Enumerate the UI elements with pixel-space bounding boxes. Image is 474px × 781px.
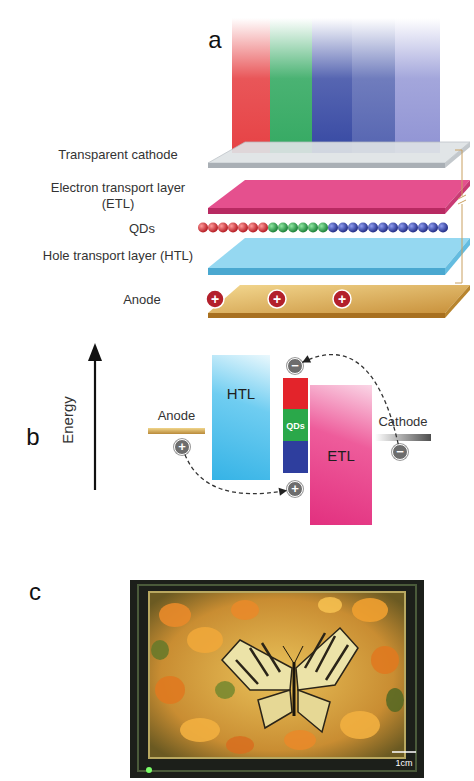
butterfly (222, 628, 358, 732)
quantum-dot-stack: QDs (283, 378, 308, 473)
energy-band: ETL (310, 385, 372, 525)
panel-letter: a (208, 26, 221, 55)
charge-symbol: − (396, 445, 404, 459)
panel-letter: c (29, 578, 41, 607)
charge-symbol: + (178, 440, 186, 454)
htl-layer (208, 238, 470, 275)
layer-label: Anode (123, 292, 161, 308)
layer-label: Electron transport layer (ETL) (38, 180, 198, 211)
light-beams (232, 18, 440, 153)
node-label: HTL (212, 385, 270, 402)
energy-band: HTL (212, 355, 270, 480)
charge-symbol: + (291, 482, 299, 496)
charge-symbol: + (338, 291, 346, 308)
charge-symbol: − (291, 359, 299, 373)
bracket (455, 150, 466, 283)
layer-label: Transparent cathode (33, 147, 203, 163)
display-photo (130, 580, 424, 778)
scale-label: 1cm (395, 758, 412, 769)
anode-layer (206, 285, 470, 318)
node-label: Cathode (378, 414, 427, 429)
electrode-bar: Cathode (375, 434, 431, 441)
charge-circle: − (392, 444, 408, 460)
electrode-bar: Anode (148, 428, 205, 434)
layer-label: QDs (129, 221, 155, 237)
node-label: QDs (286, 421, 305, 431)
node-label: ETL (327, 447, 355, 464)
panel-letter: b (26, 423, 39, 452)
cathode-layer (208, 142, 470, 168)
charge-circle: + (287, 481, 303, 497)
charge-circle: − (287, 358, 303, 374)
charge-circle: + (174, 439, 190, 455)
etl-layer (208, 180, 470, 214)
node-label: Anode (158, 408, 196, 423)
charge-symbol: + (273, 291, 281, 308)
energy-axis (88, 343, 102, 490)
arrow-head (302, 355, 311, 362)
charge-symbol: + (211, 291, 219, 308)
axis-label: Energy (59, 396, 77, 444)
layer-label: Hole transport layer (HTL) (38, 248, 198, 264)
arrow-head (279, 488, 288, 496)
quantum-dots (198, 222, 448, 233)
